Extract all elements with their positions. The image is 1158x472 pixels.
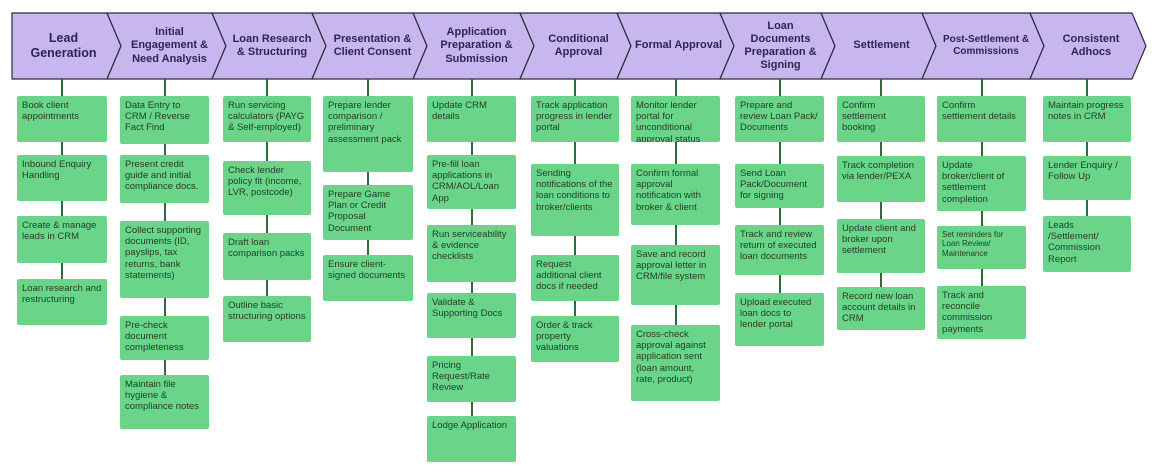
step-box: Prepare lender comparison / preliminary … bbox=[323, 96, 413, 172]
step-box: Track and reconcile commission payments bbox=[937, 286, 1026, 339]
step-box: Confirm settlement details bbox=[937, 96, 1026, 142]
step-box: Leads /Settlement/ Commission Report bbox=[1043, 216, 1131, 272]
step-box: Pre-check document completeness bbox=[120, 316, 209, 360]
step-box: Pre-fill loan applications in CRM/AOL/Lo… bbox=[427, 155, 516, 209]
step-box: Run servicing calculators (PAYG & Self-e… bbox=[223, 96, 311, 142]
step-box: Track completion via lender/PEXA bbox=[837, 156, 925, 202]
step-box: Book client appointments bbox=[17, 96, 107, 142]
stage-title: Loan Research & Structuring bbox=[232, 32, 312, 58]
stage-title: Settlement bbox=[853, 39, 910, 52]
step-box: Confirm formal approval notification wit… bbox=[631, 164, 720, 225]
step-box: Save and record approval letter in CRM/f… bbox=[631, 245, 720, 305]
step-box: Create & manage leads in CRM bbox=[17, 216, 107, 263]
stage-title: Application Preparation & Submission bbox=[440, 26, 513, 65]
step-box: Update CRM details bbox=[427, 96, 516, 142]
step-box: Request additional client docs if needed bbox=[531, 255, 619, 301]
step-box: Lodge Application bbox=[427, 416, 516, 462]
stage-title: Initial Engagement & Need Analysis bbox=[130, 26, 208, 65]
step-box: Data Entry to CRM / Reverse Fact Find bbox=[120, 96, 209, 144]
stage-title: Presentation & Client Consent bbox=[333, 32, 412, 58]
step-box: Loan research and restructuring bbox=[17, 279, 107, 325]
step-box: Present credit guide and initial complia… bbox=[120, 155, 209, 203]
step-box: Update broker/client of settlement compl… bbox=[937, 156, 1026, 211]
step-box: Prepare and review Loan Pack/ Documents bbox=[735, 96, 824, 142]
process-chevron-band bbox=[11, 12, 1147, 80]
step-box: Cross-check approval against application… bbox=[631, 325, 720, 401]
stage-title: Consistent Adhocs bbox=[1062, 32, 1120, 58]
step-box: Upload executed loan docs to lender port… bbox=[735, 293, 824, 346]
step-box: Update client and broker upon settlement bbox=[837, 219, 925, 273]
step-box: Track and review return of executed loan… bbox=[735, 225, 824, 275]
step-box: Confirm settlement booking bbox=[837, 96, 925, 142]
step-box: Draft loan comparison packs bbox=[223, 233, 311, 280]
stage-connector-line bbox=[674, 79, 677, 391]
step-box: Order & track property valuations bbox=[531, 316, 619, 362]
step-box: Track application progress in lender por… bbox=[531, 96, 619, 142]
step-box: Send Loan Pack/Document for signing bbox=[735, 164, 824, 208]
step-box: Monitor lender portal for unconditional … bbox=[631, 96, 720, 142]
step-box: Maintain file hygiene & compliance notes bbox=[120, 375, 209, 429]
step-box: Check lender policy fit (income, LVR, po… bbox=[223, 161, 311, 215]
stage-title: Conditional Approval bbox=[548, 32, 609, 58]
step-box: Run serviceability & evidence checklists bbox=[427, 225, 516, 282]
step-box: Inbound Enquiry Handling bbox=[17, 155, 107, 201]
stage-title: Post-Settlement & Commissions bbox=[942, 34, 1030, 57]
stage-chevron-11 bbox=[1029, 12, 1147, 80]
step-box: Maintain progress notes in CRM bbox=[1043, 96, 1131, 142]
step-box: Validate & Supporting Docs bbox=[427, 293, 516, 338]
step-box: Lender Enquiry / Follow Up bbox=[1043, 156, 1131, 200]
step-box: Prepare Game Plan or Credit Proposal Doc… bbox=[323, 185, 413, 240]
step-box: Sending notifications of the loan condit… bbox=[531, 164, 619, 236]
step-box: Pricing Request/Rate Review bbox=[427, 356, 516, 402]
stage-title: Formal Approval bbox=[635, 39, 722, 52]
step-box: Record new loan account details in CRM bbox=[837, 287, 925, 330]
stage-title: Lead Generation bbox=[30, 31, 97, 60]
stage-title: Loan Documents Preparation & Signing bbox=[744, 19, 817, 72]
step-box: Set reminders for Loan Review/ Maintenan… bbox=[937, 226, 1026, 269]
step-box: Collect supporting documents (ID, paysli… bbox=[120, 221, 209, 298]
step-box: Outline basic structuring options bbox=[223, 296, 311, 342]
step-box: Ensure client-signed documents bbox=[323, 255, 413, 301]
